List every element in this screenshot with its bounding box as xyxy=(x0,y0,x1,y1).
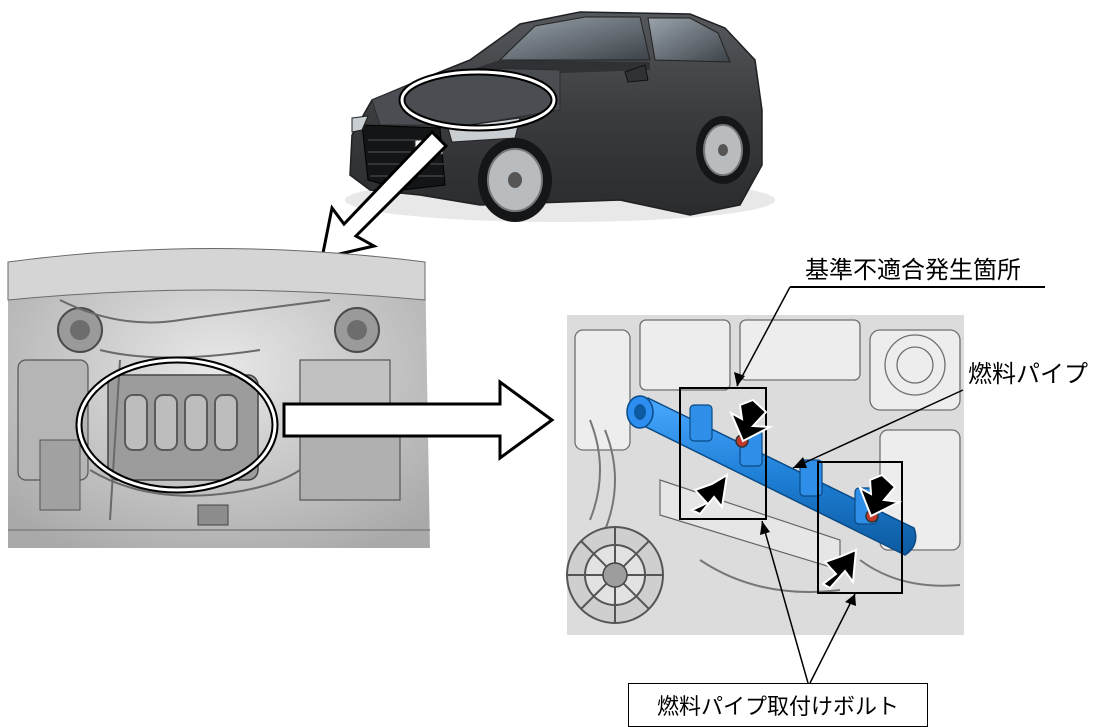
block-arrow-1 xyxy=(728,398,774,443)
fuel-pipe-bolts-label-box: 燃料パイプ取付けボルト xyxy=(628,683,928,727)
bolt-leader-2 xyxy=(809,593,856,684)
defect-site-underline xyxy=(790,286,1045,288)
arrow-engine-bay-to-detail xyxy=(282,379,555,461)
callout-lines xyxy=(736,286,964,684)
fuel-pipe-bolts-label: 燃料パイプ取付けボルト xyxy=(656,695,899,720)
defect-site-leader xyxy=(736,286,791,387)
car-illustration xyxy=(345,11,775,222)
block-arrow-3 xyxy=(858,473,903,518)
fuel-pipe-leader xyxy=(792,389,964,469)
block-arrow-2 xyxy=(689,473,729,516)
bolt-area-box-right xyxy=(817,461,903,594)
engine-detail-illustration xyxy=(566,315,964,635)
engine-bay-illustration xyxy=(7,248,430,548)
arrow-car-to-engine-bay xyxy=(320,129,449,260)
bolt-area-box-left xyxy=(679,387,767,520)
callout-arrowheads xyxy=(734,372,856,606)
bolt-leader-1 xyxy=(761,520,809,684)
fuel-pipe-label: 燃料パイプ xyxy=(968,360,1088,388)
block-arrow-4 xyxy=(821,548,858,590)
defect-site-label: 基準不適合発生箇所 xyxy=(805,256,1021,284)
